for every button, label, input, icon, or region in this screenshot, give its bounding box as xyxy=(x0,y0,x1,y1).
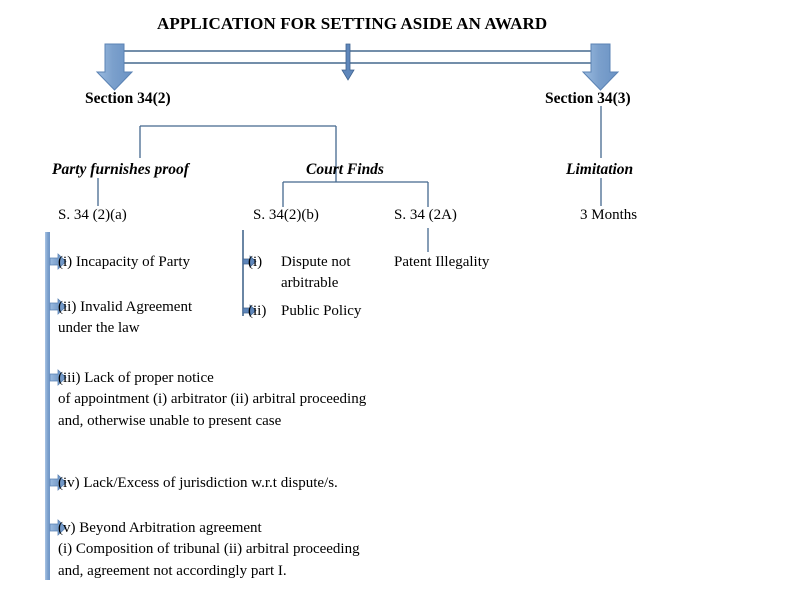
bracket-section-34-2 xyxy=(139,125,337,158)
down-arrow-small-icon-mid xyxy=(341,43,355,81)
code-s-34-2-a: S. 34 (2)(a) xyxy=(58,207,127,223)
list-item-marker: (ii) xyxy=(248,303,267,319)
value-limitation-period: 3 Months xyxy=(580,207,638,223)
label-limitation: Limitation xyxy=(566,161,634,178)
list-item: Public Policy xyxy=(281,303,362,319)
heading-section-34-3: Section 34(3) xyxy=(545,90,631,107)
heading-section-34-2: Section 34(2) xyxy=(85,90,171,107)
page-title: APPLICATION FOR SETTING ASIDE AN AWARD xyxy=(157,14,548,33)
list-item: Patent Illegality xyxy=(394,254,490,270)
label-court-finds: Court Finds xyxy=(306,161,384,178)
list-item: Dispute not arbitrable xyxy=(281,254,351,292)
label-party-furnishes-proof: Party furnishes proof xyxy=(52,161,189,178)
code-s-34-2a: S. 34 (2A) xyxy=(394,207,457,223)
down-arrow-icon-right xyxy=(581,43,620,91)
top-rail xyxy=(113,50,607,64)
code-s-34-2-b: S. 34(2)(b) xyxy=(253,207,319,223)
list-item: (iii) Lack of proper notice of appointme… xyxy=(58,370,367,429)
down-arrow-icon-left xyxy=(95,43,134,91)
list-item: (ii) Invalid Agreement under the law xyxy=(58,299,193,337)
list-item: (iv) Lack/Excess of jurisdiction w.r.t d… xyxy=(58,475,338,491)
list-item-marker: (i) xyxy=(248,254,263,270)
list-item: (v) Beyond Arbitration agreement (i) Com… xyxy=(58,520,360,579)
list-item: (i) Incapacity of Party xyxy=(58,254,191,270)
